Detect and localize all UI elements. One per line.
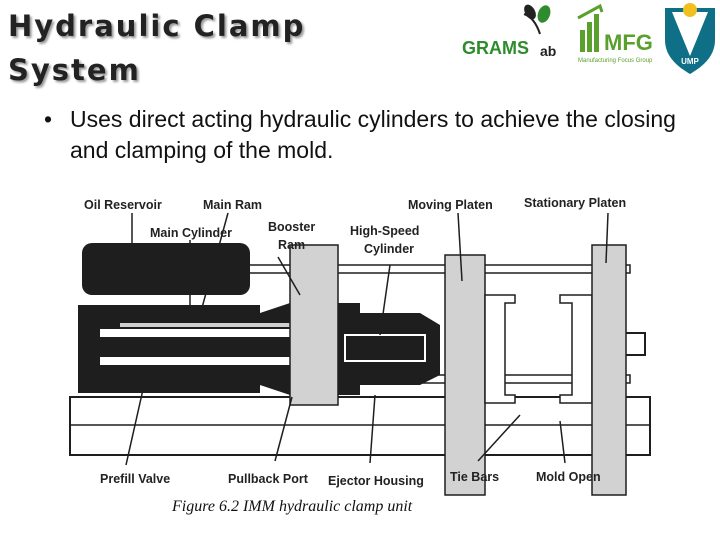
cylinder-channel [100, 329, 350, 337]
clamp-diagram: Oil Reservoir Main Ram Main Cylinder Boo… [60, 185, 660, 497]
mfg-bar-icon [580, 30, 585, 52]
booster-ram [289, 244, 339, 406]
label-main-ram: Main Ram [203, 198, 262, 212]
logos-svg: GRAMS ab MFG Manufacturing Focus Group U… [462, 3, 715, 74]
sprout-leaf-icon [524, 4, 536, 20]
figure-caption: Figure 6.2 IMM hydraulic clamp unit [172, 498, 413, 515]
bullet-text: Uses direct acting hydraulic cylinders t… [70, 106, 676, 163]
slide-title: Hydraulic Clamp System [8, 4, 305, 92]
machine-base [69, 396, 651, 456]
leader-lines [125, 212, 609, 466]
mfg-text: MFG [604, 30, 653, 55]
slide-title-line-2: System [8, 53, 141, 87]
mfg-arrow-icon [577, 3, 604, 20]
label-moving-platen: Moving Platen [408, 198, 493, 212]
label-cylinder: Cylinder [364, 242, 414, 256]
label-oil-reservoir: Oil Reservoir [84, 198, 162, 212]
oil-reservoir [82, 243, 250, 295]
bullet-item: • Uses direct acting hydraulic cylinders… [44, 104, 704, 166]
stationary-platen [591, 244, 627, 496]
label-prefill-valve: Prefill Valve [100, 472, 170, 486]
grams-suffix: ab [540, 43, 556, 59]
label-mold-open: Mold Open [536, 470, 601, 484]
slide-title-line-1: Hydraulic Clamp [8, 9, 306, 43]
ump-sun-icon [683, 3, 697, 17]
gramslab-logo: GRAMS ab [462, 4, 556, 59]
label-ejector-housing: Ejector Housing [328, 474, 424, 488]
mold-half-stationary [559, 294, 593, 404]
moving-platen [444, 254, 486, 496]
ump-logo: UMP [665, 3, 715, 74]
label-stationary-platen: Stationary Platen [524, 196, 626, 210]
logo-bar: GRAMS ab MFG Manufacturing Focus Group U… [460, 0, 720, 90]
label-booster: Booster [268, 220, 315, 234]
mold-half-moving [484, 294, 516, 404]
sprout-stem-icon [523, 13, 541, 35]
label-high-speed: High-Speed [350, 224, 419, 238]
label-tie-bars: Tie Bars [450, 470, 499, 484]
label-ram: Ram [278, 238, 305, 252]
mfg-logo: MFG Manufacturing Focus Group [577, 3, 653, 64]
label-main-cylinder: Main Cylinder [150, 226, 232, 240]
label-pullback-port: Pullback Port [228, 472, 309, 486]
bullet-dot-icon: • [44, 106, 53, 132]
ump-text: UMP [681, 57, 699, 66]
nozzle-bushing [626, 332, 646, 356]
grams-text: GRAMS [462, 38, 529, 58]
clamp-diagram-svg: Oil Reservoir Main Ram Main Cylinder Boo… [69, 196, 651, 496]
sprout-leaf-green-icon [537, 5, 551, 23]
mfg-subtext: Manufacturing Focus Group [578, 58, 653, 64]
